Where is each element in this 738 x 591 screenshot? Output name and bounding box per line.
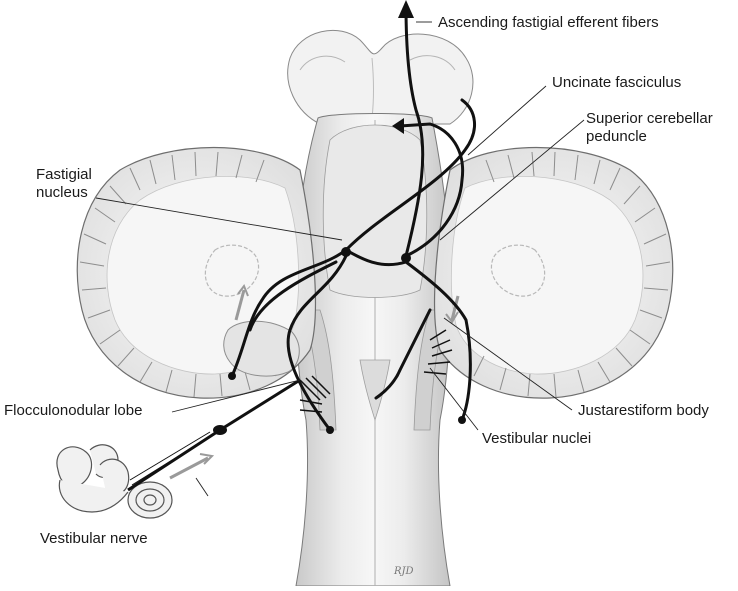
fastigial-nuclei-dots [228,247,466,434]
label-fastigial-nucleus-line1: Fastigial [36,166,92,183]
midbrain [287,29,474,125]
cerebellum-right-hemisphere [433,147,674,399]
vestibular-ganglion [213,425,227,435]
label-vestibular-nuclei: Vestibular nuclei [482,430,592,447]
label-ascending-fastigial-efferent-fibers: Ascending fastigial efferent fibers [438,14,659,31]
flocculus [223,320,300,377]
direction-arrows [169,283,460,480]
label-vestibular-nerve: Vestibular nerve [40,530,148,547]
label-justarestiform-body: Justarestiform body [578,402,709,419]
label-uncinate-fasciculus: Uncinate fasciculus [552,74,682,91]
vestibular-nuclei-terminals-right [423,329,453,375]
label-fastigial-nucleus-line2: nucleus [36,184,88,201]
ascending-arrowhead [398,0,414,18]
label-superior-cerebellar-peduncle-line1: Superior cerebellar [586,110,713,127]
uncinate-arrowhead [392,118,404,134]
artist-signature: RJD [394,566,414,577]
leader-lines [95,21,585,497]
label-flocculonodular-lobe: Flocculonodular lobe [4,402,143,419]
inner-ear-labyrinth [56,444,173,519]
vestibular-nuclei-terminals-left [299,375,331,413]
label-superior-cerebellar-peduncle-line2: peduncle [586,128,647,145]
